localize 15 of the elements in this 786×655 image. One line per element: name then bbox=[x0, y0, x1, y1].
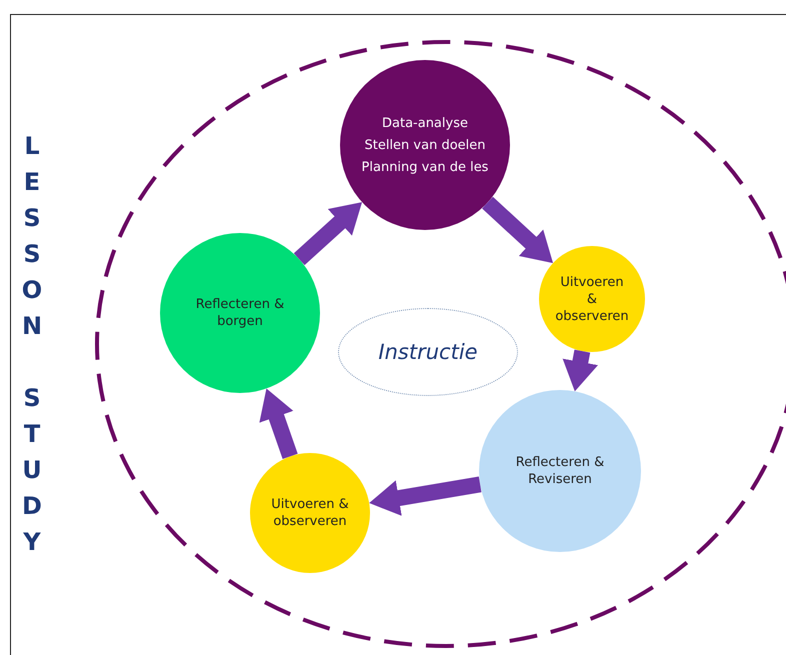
node-text: Planning van de les bbox=[362, 158, 488, 176]
node-text: Data-analyse bbox=[382, 114, 468, 132]
block-arrow bbox=[259, 388, 298, 460]
node-text: Instructie bbox=[378, 339, 478, 365]
block-arrow bbox=[294, 202, 362, 266]
node-text: Stellen van doelen bbox=[364, 136, 486, 154]
block-arrow bbox=[562, 350, 598, 392]
dashed-ring bbox=[94, 39, 786, 649]
node-text: Uitvoeren & observeren bbox=[270, 496, 350, 530]
node-text: Reflecteren & Reviseren bbox=[514, 454, 606, 488]
block-arrow bbox=[369, 476, 482, 516]
node-text: Uitvoeren & observeren bbox=[555, 274, 629, 324]
node-text: Reflecteren & borgen bbox=[194, 296, 286, 330]
title: LESSON STUDY bbox=[18, 132, 46, 564]
block-arrow bbox=[482, 196, 554, 264]
